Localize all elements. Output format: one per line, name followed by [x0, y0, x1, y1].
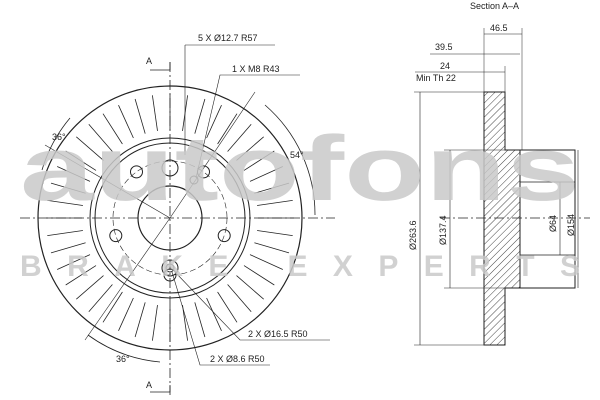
section-title: Section A–A	[470, 1, 519, 11]
cooling-vane	[227, 284, 252, 312]
angle-label-upper-right: 54°	[290, 150, 304, 160]
wheel-bolt-hole	[109, 229, 123, 243]
cooling-vane	[254, 242, 290, 254]
callout-large-holes: 2 X Ø16.5 R50	[248, 329, 308, 339]
cooling-vane	[152, 95, 158, 131]
cooling-vane	[194, 98, 206, 134]
hub-circle	[94, 142, 246, 294]
cooling-vane	[257, 200, 293, 206]
dim-thickness: 24	[440, 61, 450, 71]
front-view	[20, 44, 335, 395]
cooling-vane	[65, 150, 97, 171]
angle-ref-line-2	[44, 144, 171, 219]
dim-hat-depth: 39.5	[435, 42, 453, 52]
cooling-vane	[227, 124, 252, 152]
cooling-vane	[102, 291, 123, 323]
cooling-vane	[243, 150, 275, 171]
cooling-vane	[134, 302, 146, 338]
center-bore	[137, 185, 203, 251]
dim-inner-diameter: Ø137.4	[438, 215, 448, 245]
angle-label-upper-left: 36°	[52, 132, 66, 142]
section-mark-top: A	[146, 56, 152, 66]
section-view	[414, 28, 590, 346]
watermark-tagline: BRAKE EXPERTS	[20, 250, 580, 283]
cooling-vane	[217, 291, 238, 323]
wheel-bolt-hole	[163, 268, 177, 282]
dim-min-thickness: Min Th 22	[416, 73, 456, 83]
cooling-vane	[57, 254, 91, 270]
cooling-vane	[254, 182, 290, 194]
cooling-vane	[134, 98, 146, 134]
dim-outer-diameter: Ø263.6	[408, 220, 418, 250]
cooling-vane	[76, 275, 104, 300]
section-arrow-top	[150, 62, 171, 71]
bolt-circle	[112, 160, 228, 276]
callout-threaded-hole: 1 X M8 R43	[232, 64, 280, 74]
cooling-vane	[206, 297, 222, 331]
cooling-vane	[118, 297, 134, 331]
cooling-vane	[88, 284, 113, 312]
cooling-vane	[47, 230, 83, 236]
cooling-vane	[217, 113, 238, 145]
cooling-vane	[102, 113, 123, 145]
disc-outer-edge	[37, 85, 303, 351]
angle-arc-upper-right	[264, 104, 316, 216]
cooling-vane	[65, 265, 97, 286]
cooling-vane	[257, 230, 293, 236]
dim-width-overall: 46.5	[490, 23, 508, 33]
threaded-hole	[189, 175, 199, 185]
section-mark-bottom: A	[146, 380, 152, 390]
angle-arc-upper-left	[41, 117, 71, 171]
section-hat	[519, 149, 576, 289]
leader-large-holes	[174, 271, 330, 341]
cooling-vane	[118, 105, 134, 139]
disc-inner-friction-edge	[89, 137, 251, 299]
angle-ref-line-3	[84, 217, 171, 341]
cooling-vane	[243, 265, 275, 286]
dim-hub-diameter: Ø154	[566, 214, 576, 236]
watermark-brand: autofons	[20, 118, 580, 220]
large-hole-bottom	[161, 259, 179, 277]
cooling-vane	[50, 242, 86, 254]
dim-center-bore: Ø64	[548, 215, 558, 232]
cooling-vanes	[46, 94, 294, 342]
cooling-vane	[152, 305, 158, 341]
angle-label-lower-left: 36°	[116, 354, 130, 364]
section-arrow-bottom	[150, 385, 171, 393]
cooling-vane	[50, 182, 86, 194]
wheel-bolt-holes	[109, 165, 231, 282]
cooling-vane	[88, 124, 113, 152]
cooling-vane	[57, 166, 91, 182]
leader-threaded-hole	[195, 74, 300, 179]
large-hole-top	[161, 159, 179, 177]
cooling-vane	[47, 200, 83, 206]
cooling-vane	[206, 105, 222, 139]
cooling-vane	[249, 254, 283, 270]
cooling-vane	[236, 136, 264, 161]
wheel-bolt-hole	[130, 165, 143, 179]
leader-small-holes	[171, 271, 270, 366]
angle-ref-line-1	[169, 91, 256, 219]
callout-small-holes: 2 X Ø8.6 R50	[210, 354, 265, 364]
cooling-vane	[249, 166, 283, 182]
wheel-bolt-hole	[217, 229, 231, 243]
small-hole-bottom	[165, 263, 175, 273]
angle-arc-lower-left	[87, 334, 161, 363]
cooling-vane	[236, 275, 264, 300]
cooling-vane	[76, 136, 104, 161]
callout-wheel-bolt-holes: 5 X Ø12.7 R57	[198, 33, 258, 43]
cooling-vane	[182, 305, 188, 341]
cooling-vane	[194, 302, 206, 338]
